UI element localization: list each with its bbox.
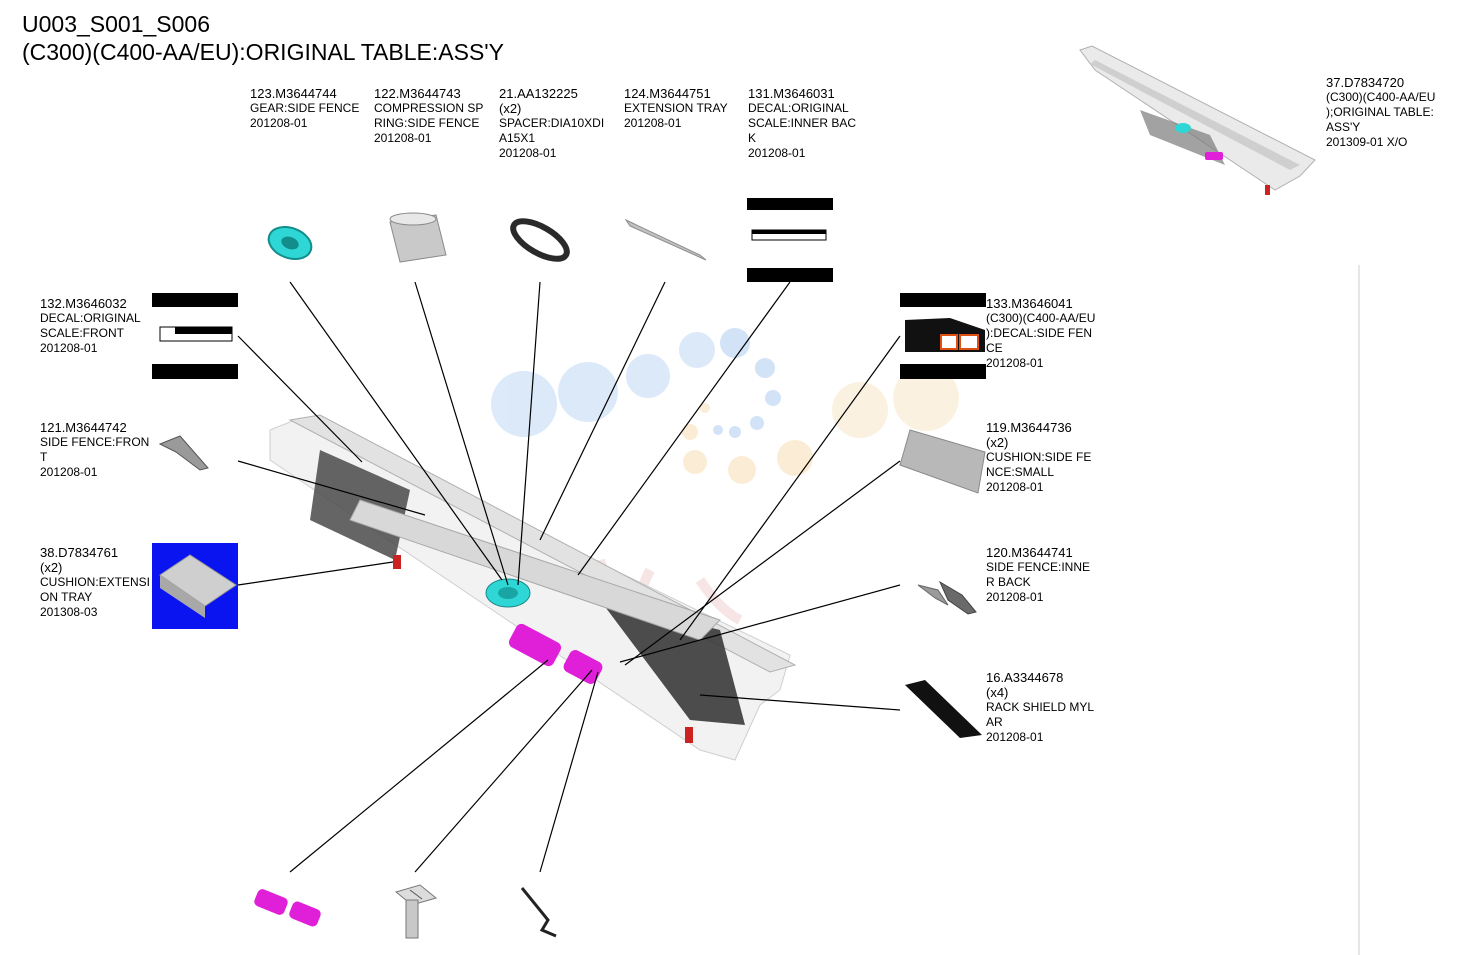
part-label-124[interactable]: 124.M3644751 EXTENSION TRAY 201208-01 [624,86,728,131]
part-date: 201208-01 [624,116,682,130]
part-desc: ASS'Y [1326,120,1361,134]
part-number: 131.M3646031 [748,86,835,101]
side-fence-inner-back-part [917,580,977,615]
part-qty: (x2) [986,435,1009,450]
part-desc: COMPRESSION SP [374,101,484,115]
title-line-1: U003_S001_S006 [22,11,210,37]
part-number: 122.M3644743 [374,86,461,101]
part-number: 133.M3646041 [986,296,1073,311]
gear-side-fence-part [267,226,313,260]
part-date: 201208-01 [499,146,557,160]
decal-inner-back-part [747,198,833,282]
part-number: 123.M3644744 [250,86,337,101]
part-desc: ):DECAL:SIDE FEN [986,326,1093,340]
screw-part [394,884,438,939]
part-number: 124.M3644751 [624,86,711,101]
part-label-133[interactable]: 133.M3646041 (C300)(C400-AA/EU ):DECAL:S… [986,296,1095,371]
part-number: 119.M3644736 [986,420,1072,435]
part-desc: NCE:SMALL [986,465,1055,479]
part-qty: (x2) [40,560,63,575]
part-date: 201208-01 [250,116,308,130]
part-desc: SIDE FENCE:INNE [986,560,1091,574]
part-label-37[interactable]: 37.D7834720 (C300)(C400-AA/EU );ORIGINAL… [1326,75,1435,150]
original-table-assembly [269,414,797,761]
part-label-132[interactable]: 132.M3646032 DECAL:ORIGINAL SCALE:FRONT … [40,296,141,356]
part-date: 201309-01 X/O [1326,135,1408,149]
part-desc: DECAL:ORIGINAL [748,101,849,115]
part-desc: DECAL:ORIGINAL [40,311,141,325]
part-date: 201208-01 [986,590,1044,604]
cushion-extension-tray-part [152,543,238,629]
part-desc: CE [986,341,1003,355]
compression-spring-part [389,212,447,263]
part-desc: RACK SHIELD MYL [986,700,1095,714]
part-desc: EXTENSION TRAY [624,101,728,115]
spacer-part [510,218,570,262]
part-label-119[interactable]: 119.M3644736 (x2) CUSHION:SIDE FE NCE:SM… [986,420,1091,495]
part-desc: SCALE:FRONT [40,326,125,340]
part-date: 201208-01 [986,730,1044,744]
part-number: 16.A3344678 [986,670,1064,685]
part-number: 120.M3644741 [986,545,1073,560]
decal-front-part [152,293,238,379]
part-qty: (x2) [499,101,522,116]
part-number: 37.D7834720 [1326,75,1405,90]
part-desc: A15X1 [499,131,536,145]
page-title: U003_S001_S006 (C300)(C400-AA/EU):ORIGIN… [22,10,504,66]
watermark-logo [491,328,959,644]
rack-shield-mylar-part [905,680,982,738]
part-qty: (x4) [986,685,1009,700]
decal-side-fence-part [900,293,986,379]
part-desc: (C300)(C400-AA/EU [986,311,1096,325]
part-desc: CUSHION:EXTENSI [40,575,151,589]
part-date: 201208-01 [40,341,98,355]
part-date: 201208-01 [374,131,432,145]
part-date: 201208-01 [40,465,98,479]
part-desc: ON TRAY [40,590,93,604]
part-desc: );ORIGINAL TABLE: [1326,105,1434,119]
part-label-16[interactable]: 16.A3344678 (x4) RACK SHIELD MYL AR 2012… [986,670,1094,745]
part-number: 38.D7834761 [40,545,119,560]
part-desc: (C300)(C400-AA/EU [1326,90,1436,104]
part-label-122[interactable]: 122.M3644743 COMPRESSION SP RING:SIDE FE… [374,86,483,146]
cushion-side-fence-small-part [899,429,986,494]
title-line-2: (C300)(C400-AA/EU):ORIGINAL TABLE:ASS'Y [22,39,505,65]
part-label-38[interactable]: 38.D7834761 (x2) CUSHION:EXTENSI ON TRAY… [40,545,150,620]
leader-lines [237,281,901,873]
part-desc: SPACER:DIA10XDI [499,116,605,130]
part-label-120[interactable]: 120.M3644741 SIDE FENCE:INNE R BACK 2012… [986,545,1090,605]
original-table-overview [1079,45,1316,195]
rack-part [254,889,321,927]
part-label-131[interactable]: 131.M3646031 DECAL:ORIGINAL SCALE:INNER … [748,86,856,161]
part-desc: GEAR:SIDE FENCE [250,101,360,115]
part-desc: RING:SIDE FENCE [374,116,480,130]
part-label-121[interactable]: 121.M3644742 SIDE FENCE:FRON T 201208-01 [40,420,149,480]
part-label-123[interactable]: 123.M3644744 GEAR:SIDE FENCE 201208-01 [250,86,359,131]
side-fence-front-part [158,435,209,471]
part-date: 201208-01 [986,356,1044,370]
part-desc: SIDE FENCE:FRON [40,435,150,449]
part-label-21[interactable]: 21.AA132225 (x2) SPACER:DIA10XDI A15X1 2… [499,86,604,161]
part-desc: SCALE:INNER BAC [748,116,857,130]
part-date: 201208-01 [748,146,806,160]
extension-tray-part [624,218,707,261]
part-number: 121.M3644742 [40,420,127,435]
part-desc: AR [986,715,1003,729]
part-number: 132.M3646032 [40,296,127,311]
part-desc: R BACK [986,575,1031,589]
spring-clip-part [520,887,557,938]
part-desc: CUSHION:SIDE FE [986,450,1092,464]
rack-on-assembly [508,623,603,684]
part-date: 201208-01 [986,480,1044,494]
part-desc: K [748,131,757,145]
part-date: 201308-03 [40,605,98,619]
part-desc: T [40,450,48,464]
part-number: 21.AA132225 [499,86,578,101]
